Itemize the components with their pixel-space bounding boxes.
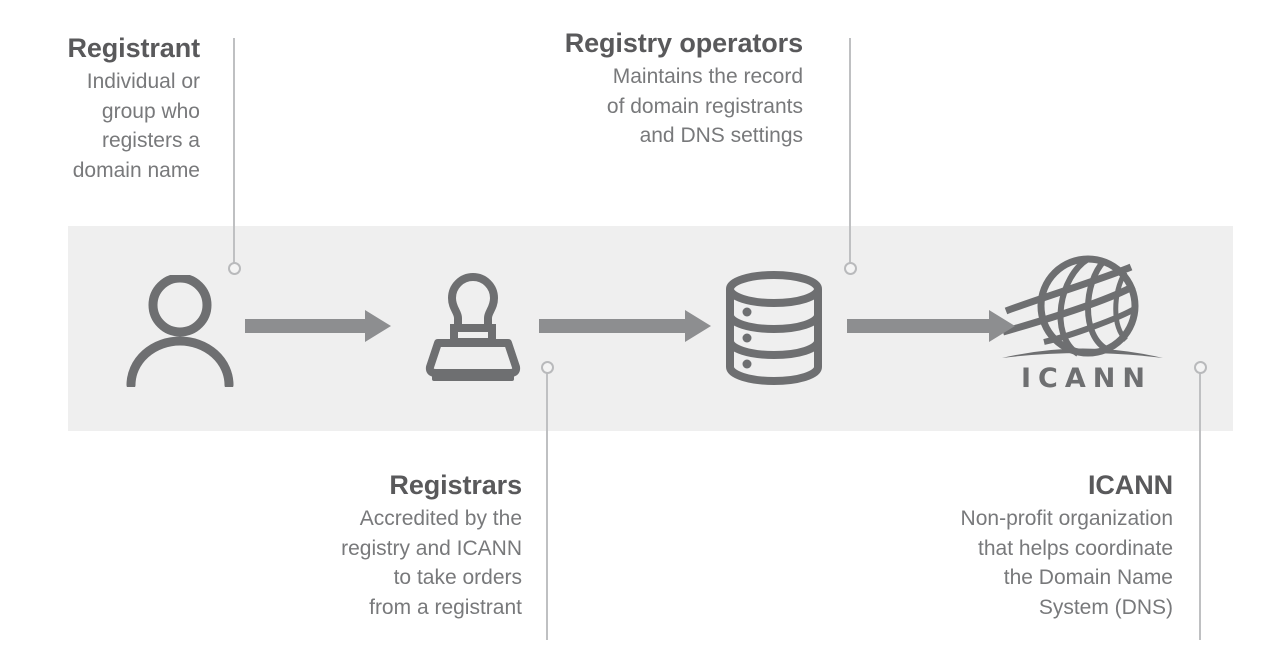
block-registrars-description: Accredited by the registry and ICANN to … [250, 504, 522, 623]
arrow-registrar-to-registry [539, 310, 711, 342]
block-icann-heading: ICANN [1088, 470, 1173, 500]
block-registry-operators-line-3: and DNS settings [639, 124, 803, 148]
database-icon [723, 271, 825, 386]
stamp-icon [424, 272, 522, 382]
block-icann-line-3: the Domain Name [1003, 566, 1173, 590]
block-icann-line-2: that helps coordinate [978, 536, 1173, 560]
block-registrant-description: Individual or group who registers a doma… [0, 67, 200, 186]
block-registrars-line-4: from a registrant [369, 596, 522, 620]
block-registrars-line-3: to take orders [393, 566, 522, 590]
block-registry-operators-line-2: of domain registrants [606, 94, 803, 118]
connector-line-icann [1199, 372, 1201, 640]
connector-line-registrant [233, 38, 235, 270]
block-registrars-heading: Registrars [389, 470, 522, 500]
block-icann-line-4: System (DNS) [1038, 596, 1173, 620]
block-registrant-line-4: domain name [72, 159, 200, 183]
block-icann: ICANN Non-profit organization that helps… [860, 470, 1174, 623]
block-registrant-line-1: Individual or [86, 69, 200, 93]
block-icann-description: Non-profit organization that helps coord… [860, 504, 1173, 623]
connector-dot-registrars [541, 361, 554, 374]
block-registrars-line-1: Accredited by the [359, 506, 522, 530]
block-registry-operators-line-1: Maintains the record [612, 64, 803, 88]
block-registrant-line-3: registers a [101, 129, 200, 153]
icann-globe-icon [1000, 254, 1165, 369]
block-registrant-heading: Registrant [67, 33, 200, 63]
block-registry-operators-heading: Registry operators [564, 28, 803, 58]
icann-wordmark: ICANN [1021, 363, 1152, 394]
arrow-registrant-to-registrar [245, 310, 391, 342]
block-registrars-line-2: registry and ICANN [341, 536, 522, 560]
connector-dot-icann [1194, 361, 1207, 374]
block-registry-operators: Registry operators Maintains the record … [496, 28, 803, 151]
arrow-registry-to-icann [847, 310, 1015, 342]
block-registrant: Registrant Individual or group who regis… [0, 33, 200, 186]
block-registrant-line-2: group who [101, 99, 200, 123]
connector-dot-registrant [228, 262, 241, 275]
block-registrars: Registrars Accredited by the registry an… [250, 470, 522, 623]
connector-line-registrars [546, 372, 548, 640]
connector-dot-registry-operators [844, 262, 857, 275]
person-icon [118, 273, 243, 390]
block-registry-operators-description: Maintains the record of domain registran… [496, 62, 803, 151]
connector-line-registry-operators [849, 38, 851, 270]
block-icann-line-1: Non-profit organization [960, 506, 1173, 530]
